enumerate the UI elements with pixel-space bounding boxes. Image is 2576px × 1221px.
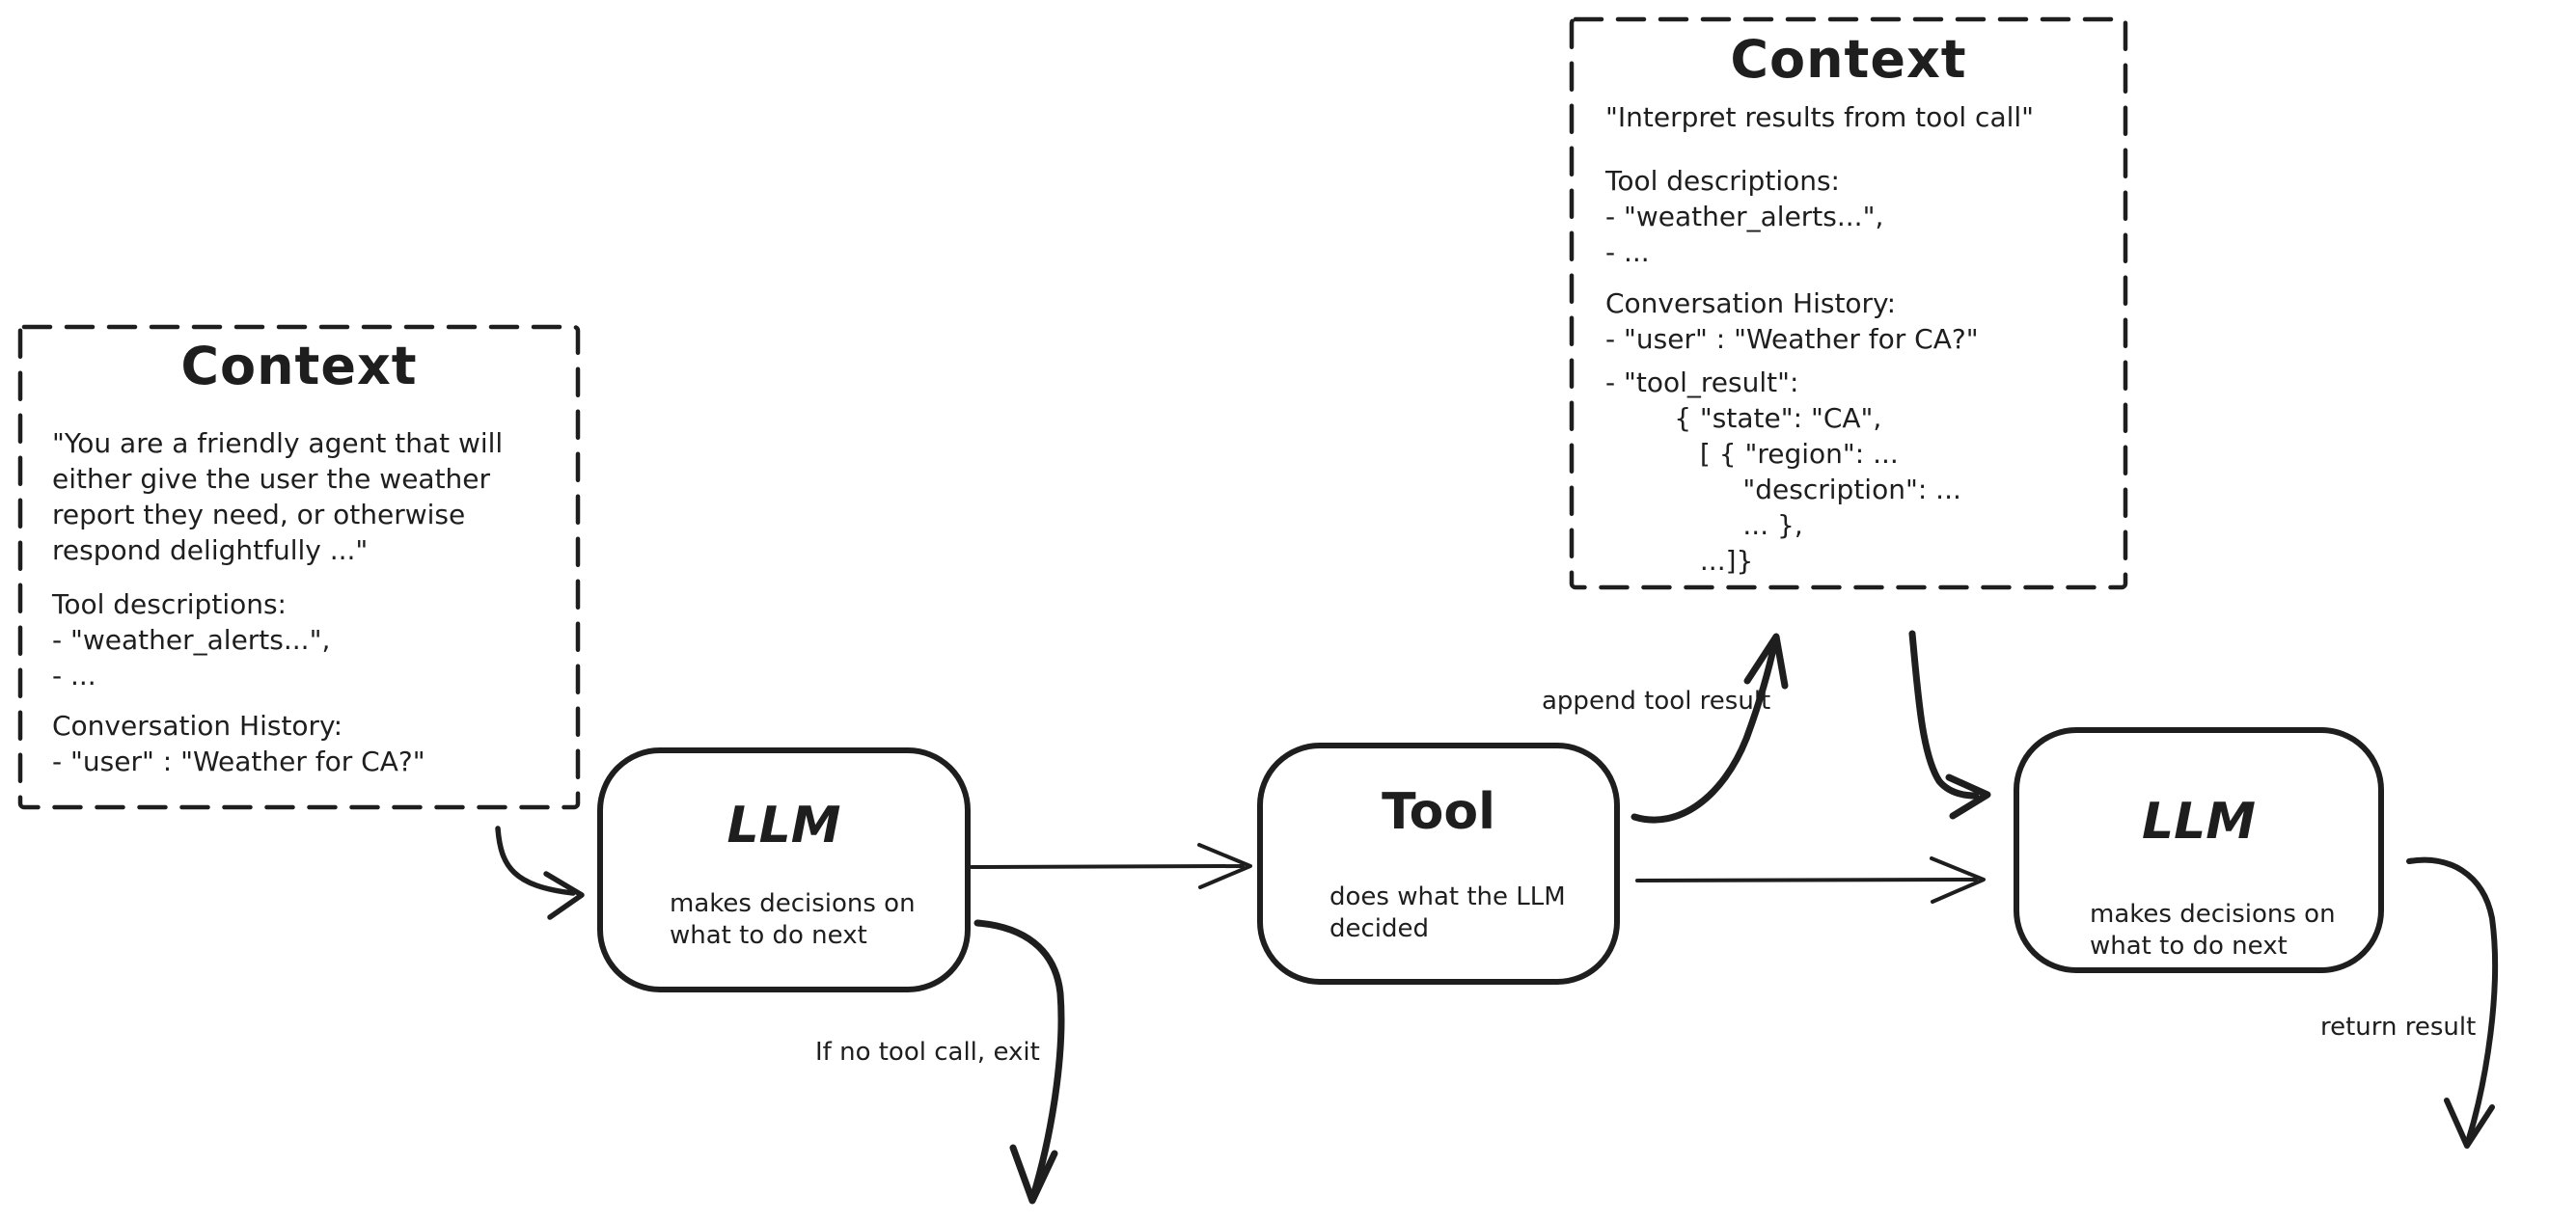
arrow-tool-to-context-right [1631, 633, 1789, 824]
context-right-tool-descriptions: Tool descriptions: - "weather_alerts..."… [1605, 165, 1884, 268]
edge-label-return-result: return result [2320, 1013, 2477, 1042]
edge-label-append-tool-result: append tool result [1542, 687, 1771, 716]
arrow-llm1-exit [973, 919, 1065, 1205]
arrow-llm1-to-tool [970, 843, 1252, 889]
context-left-system-prompt: "You are a friendly agent that will eith… [52, 427, 504, 566]
tool-subtitle: does what the LLM decided [1329, 882, 1566, 943]
context-right-conversation-history: Conversation History: - "user" : "Weathe… [1605, 287, 1979, 355]
arrow-context-right-to-llm2 [1908, 630, 1991, 820]
llm2-subtitle: makes decisions on what to do next [2090, 900, 2336, 961]
tool-title: Tool [1382, 783, 1495, 841]
context-right-title: Context [1730, 29, 1967, 90]
edge-label-if-no-tool-call-exit: If no tool call, exit [815, 1038, 1040, 1067]
llm2-box [2014, 727, 2384, 973]
tool-box [1257, 743, 1620, 985]
context-right-system-prompt: "Interpret results from tool call" [1605, 101, 2035, 133]
llm1-title: LLM [726, 797, 841, 855]
context-left-conversation-history: Conversation History: - "user" : "Weathe… [52, 710, 425, 777]
context-left-title: Context [180, 336, 418, 396]
context-right-box [1569, 16, 2128, 590]
llm2-title: LLM [2141, 793, 2256, 851]
arrow-llm2-return [2406, 856, 2499, 1149]
arrow-tool-to-llm2 [1635, 856, 1986, 904]
arrow-context-left-to-llm1 [495, 826, 585, 920]
context-right-tool-result: - "tool_result": { "state": "CA", [ { "r… [1605, 366, 1961, 577]
llm1-subtitle: makes decisions on what to do next [670, 889, 916, 950]
context-left-box [17, 324, 581, 810]
context-left-tool-descriptions: Tool descriptions: - "weather_alerts..."… [52, 588, 331, 692]
llm1-box [597, 747, 971, 992]
